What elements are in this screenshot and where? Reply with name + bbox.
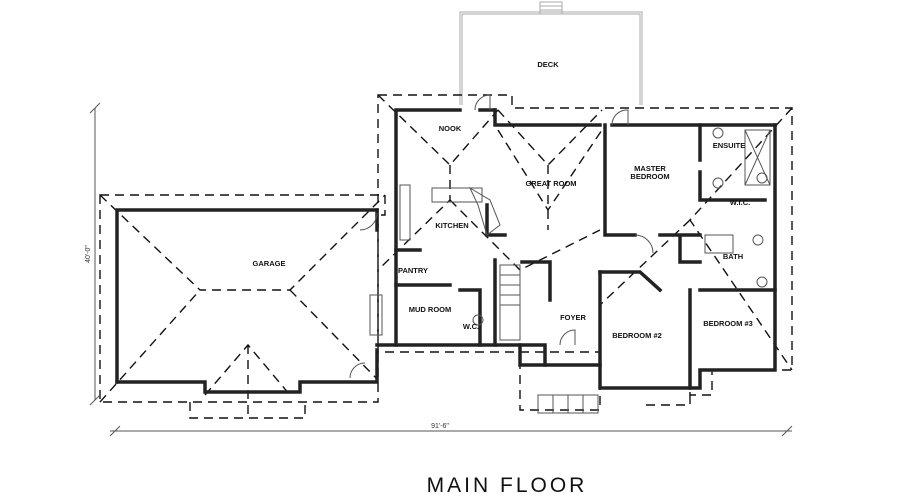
label-bath: BATH [723,252,743,261]
label-garage: GARAGE [253,259,286,268]
width-dimension: 91'-6" [431,423,449,430]
dimension-lines: 40'-0" 91'-6" [85,102,793,437]
room-labels: DECK NOOK GREAT ROOM MASTER BEDROOM ENSU… [253,60,753,340]
label-bedroom-3: BEDROOM #3 [703,319,753,328]
label-foyer: FOYER [560,313,586,322]
label-pantry: PANTRY [398,266,428,275]
roof-lines [99,94,793,419]
label-master-bedroom: BEDROOM [630,172,669,181]
label-deck: DECK [537,60,559,69]
label-wc: W.C. [463,322,479,331]
label-mud-room: MUD ROOM [409,305,452,314]
label-great-room: GREAT ROOM [525,179,576,188]
label-wic: W.I.C. [730,198,750,207]
label-kitchen: KITCHEN [435,221,468,230]
depth-dimension: 40'-0" [85,245,92,263]
label-nook: NOOK [439,124,462,133]
label-bedroom-2: BEDROOM #2 [612,331,662,340]
label-ensuite: ENSUITE [713,141,746,150]
fixtures [349,94,771,414]
deck [459,1,643,105]
walls [115,108,777,394]
label-master: MASTER [634,164,666,173]
plan-title: MAIN FLOOR [427,474,588,497]
